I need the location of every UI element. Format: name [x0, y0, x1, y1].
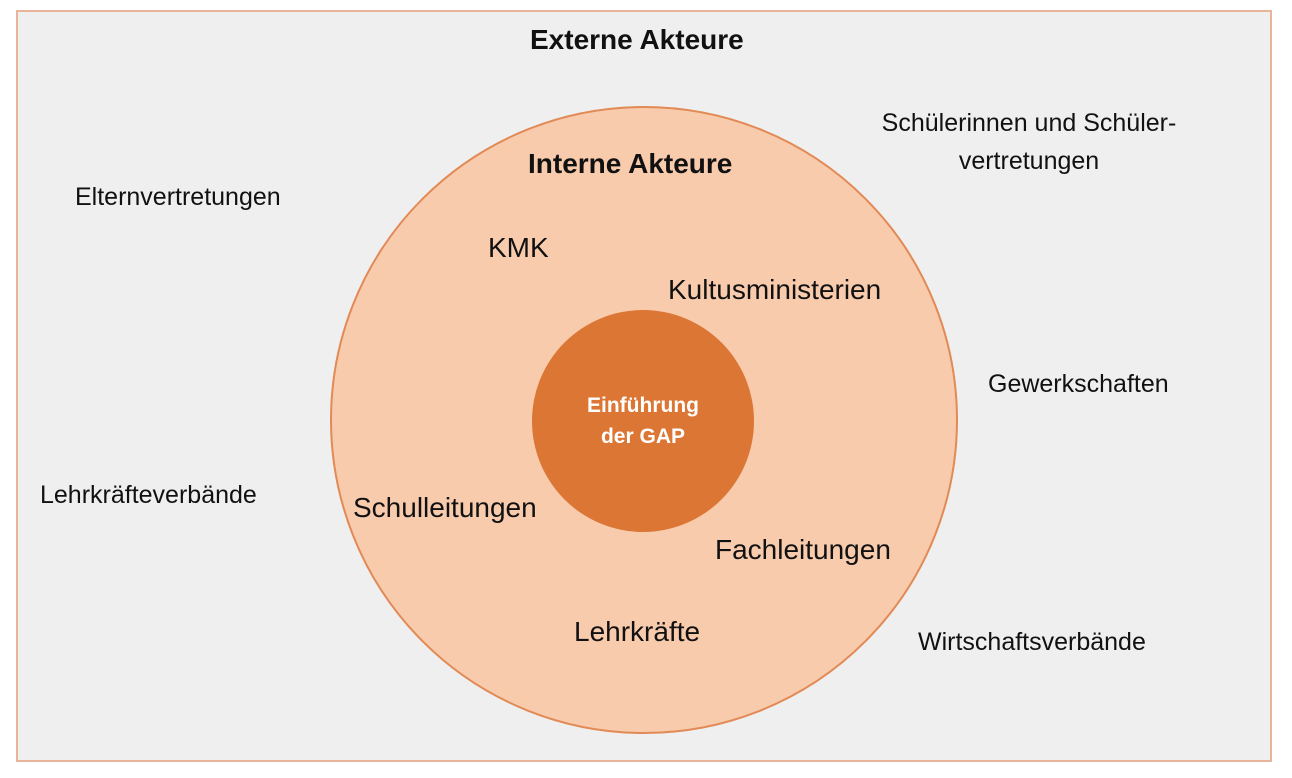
internal-actor-kultusministerien: Kultusministerien	[668, 274, 882, 305]
external-actor-schuelervertretungen-line-2: vertretungen	[958, 147, 1100, 175]
external-actor-wirtschaftsverbaende: Wirtschaftsverbände	[918, 628, 1146, 656]
external-actor-schuelervertretungen-line-1: Schülerinnen und Schüler-	[881, 109, 1177, 137]
internal-actors-heading: Interne Akteure	[528, 148, 733, 179]
core-label-line-1: Einführung	[587, 394, 699, 417]
external-actor-lehrkraefteverbaende: Lehrkräfteverbände	[40, 481, 257, 509]
external-actor-elternvertretungen: Elternvertretungen	[75, 183, 281, 211]
internal-actor-fachleitungen: Fachleitungen	[715, 534, 891, 565]
core-label-line-2: der GAP	[600, 425, 686, 448]
external-actor-schuelervertretungen: Schülerinnen und Schüler- vertretungen	[862, 104, 1196, 180]
core-circle: Einführung der GAP	[532, 310, 754, 532]
external-actor-gewerkschaften: Gewerkschaften	[988, 370, 1169, 398]
internal-actor-lehrkraefte: Lehrkräfte	[574, 616, 701, 647]
internal-actor-kmk: KMK	[488, 232, 549, 263]
internal-actor-schulleitungen: Schulleitungen	[353, 492, 537, 523]
external-actors-heading: Externe Akteure	[530, 24, 744, 55]
